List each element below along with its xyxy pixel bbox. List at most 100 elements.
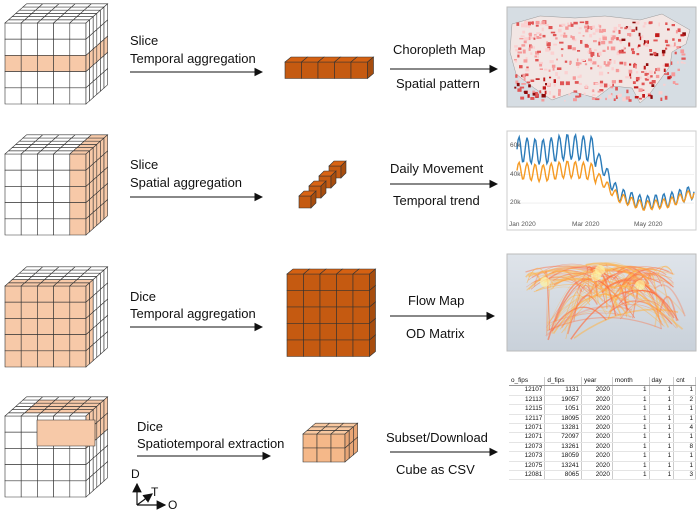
choropleth-cell [570, 35, 573, 38]
choropleth-cell [564, 60, 568, 63]
axis-t-label: T [151, 485, 159, 499]
choropleth-cell [680, 34, 685, 37]
choropleth-cell [648, 94, 652, 97]
choropleth-cell [537, 50, 541, 53]
choropleth-cell [627, 26, 632, 31]
choropleth-cell [525, 24, 528, 28]
row1-aggregation: Temporal aggregation [130, 51, 256, 66]
choropleth-cell [560, 48, 564, 51]
choropleth-cell [635, 65, 637, 69]
choropleth-cell [524, 73, 529, 77]
flow-line [608, 304, 677, 329]
flow-line [599, 270, 613, 290]
choropleth-cell [541, 94, 546, 98]
choropleth-cell [646, 75, 649, 79]
csv-cell: 1 [673, 461, 696, 472]
choropleth-cell [555, 72, 558, 76]
csv-header-cell: o_fips [509, 377, 546, 387]
choropleth-cell [525, 68, 530, 72]
choropleth-cell [536, 36, 540, 39]
row2-operation: Slice [130, 157, 159, 172]
flow-line [604, 261, 652, 291]
csv-cell: 12117 [509, 414, 546, 425]
flow-line [547, 316, 662, 332]
choropleth-cell [672, 38, 675, 41]
csv-cell: 1 [649, 414, 675, 425]
choropleth-cell [607, 61, 611, 65]
row3-output: Flow Map [408, 293, 465, 308]
choropleth-cell [638, 88, 643, 92]
choropleth-cell [619, 61, 624, 65]
choropleth-cell [662, 52, 665, 57]
choropleth-cell [599, 83, 603, 87]
choropleth-cell [639, 97, 642, 100]
flow-line [615, 268, 652, 301]
csv-header-cell: month [612, 377, 650, 387]
choropleth-cell [575, 62, 580, 66]
choropleth-cell [535, 24, 539, 27]
choropleth-cell [530, 45, 533, 49]
csv-cell: 18059 [544, 451, 582, 462]
flow-line [530, 276, 589, 293]
choropleth-cell [647, 40, 649, 44]
choropleth-cell [665, 44, 670, 47]
flow-line [659, 296, 678, 321]
choropleth-cell [673, 42, 676, 47]
choropleth-cell [558, 89, 561, 93]
flow-line [585, 262, 649, 280]
flow-line [620, 274, 672, 302]
choropleth-cell [526, 66, 529, 69]
choropleth-cell [541, 27, 544, 32]
choropleth-cell [618, 30, 621, 34]
csv-cell: 1 [612, 432, 650, 443]
csv-cell: 1 [612, 442, 650, 453]
choropleth-cell [621, 51, 626, 54]
csv-cell: 1051 [544, 404, 582, 415]
choropleth-cell [522, 73, 526, 78]
choropleth-cell [593, 40, 597, 43]
cube-row4-subblock [36, 419, 96, 447]
choropleth-cell [654, 53, 659, 57]
choropleth-cell [516, 22, 520, 26]
csv-cell: 1 [612, 470, 650, 481]
choropleth-cell [538, 36, 542, 39]
csv-cell: 4 [673, 423, 696, 434]
choropleth-cell [577, 50, 581, 52]
flow-line [552, 273, 624, 305]
choropleth-cell [523, 20, 528, 25]
y-tick-label: 40k [510, 170, 521, 178]
choropleth-cell [662, 64, 666, 67]
choropleth-cell [546, 41, 548, 44]
choropleth-cell [579, 82, 582, 85]
choropleth-cell [577, 66, 579, 69]
choropleth-cell [552, 67, 555, 71]
daily-movement-chart [506, 130, 697, 231]
choropleth-cell [611, 67, 614, 71]
csv-cell: 12071 [509, 423, 546, 434]
choropleth-cell [584, 43, 588, 48]
choropleth-cell [649, 53, 653, 56]
choropleth-cell [643, 65, 646, 70]
choropleth-cell [598, 37, 602, 42]
choropleth-cell [643, 40, 646, 44]
choropleth-cell [584, 25, 588, 29]
choropleth-cell [632, 21, 637, 24]
choropleth-cell [542, 34, 546, 38]
choropleth-cell [597, 90, 601, 93]
choropleth-cell [572, 76, 576, 80]
choropleth-cell [638, 44, 641, 47]
choropleth-cell [519, 86, 525, 89]
flow-line [585, 265, 590, 302]
choropleth-cell [615, 87, 618, 91]
flow-line [533, 283, 665, 327]
choropleth-cell [548, 69, 551, 72]
flow-line [561, 268, 651, 329]
choropleth-cell [636, 53, 640, 56]
choropleth-cell [599, 30, 604, 33]
flow-line [605, 274, 629, 312]
choropleth-cell [533, 46, 535, 49]
choropleth-cell [525, 57, 528, 61]
cube-row3 [4, 266, 109, 368]
row4-operation: Dice [137, 419, 164, 434]
